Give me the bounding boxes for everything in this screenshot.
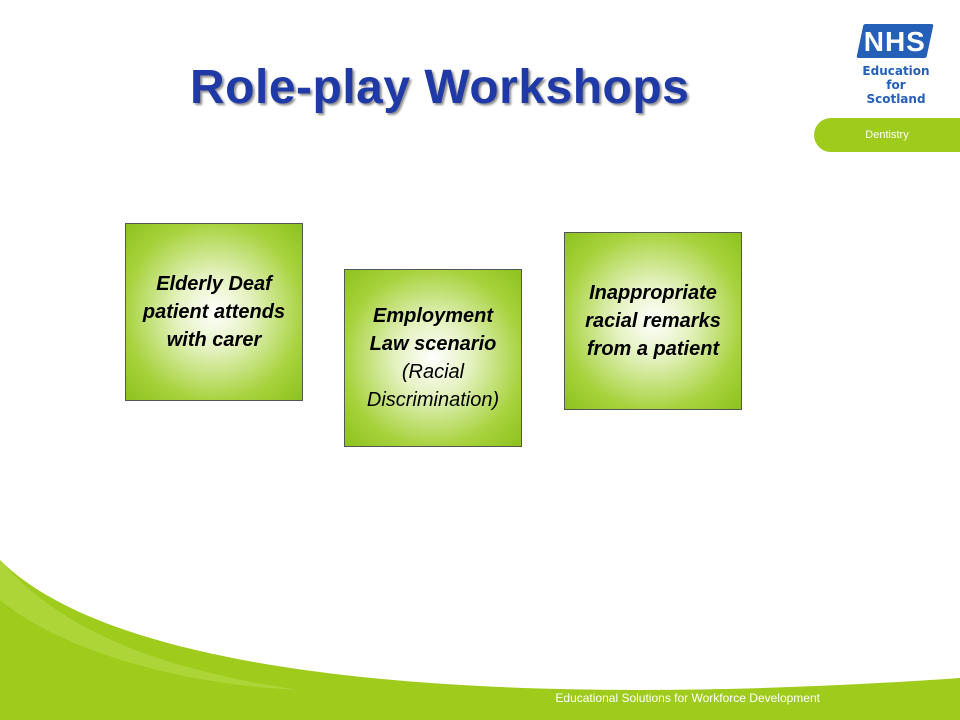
scenario-card-racial-remarks: Inappropriate racial remarks from a pati… xyxy=(564,232,742,410)
scenario-card-employment-law: Employment Law scenario (Racial Discrimi… xyxy=(344,269,522,447)
logo-line-for: for xyxy=(886,78,906,92)
logo-line-education: Education xyxy=(862,64,930,78)
logo-line-scotland: Scotland xyxy=(866,92,926,106)
scenario-card-text: Elderly Deaf patient attends with carer xyxy=(142,273,286,351)
nhs-brand-text: NHS xyxy=(863,26,926,57)
nhs-education-scotland-logo: NHS Education for Scotland xyxy=(848,24,944,108)
scenario-card-content: Employment Law scenario (Racial Discrimi… xyxy=(353,302,513,414)
green-swoosh-decoration xyxy=(0,560,960,720)
scenario-card-elderly-deaf: Elderly Deaf patient attends with carer xyxy=(125,223,303,401)
department-tab: Dentistry xyxy=(814,118,960,152)
scenario-card-text: Employment Law scenario xyxy=(369,305,497,355)
nhs-badge: NHS xyxy=(856,24,934,58)
slide-title: Role-play Workshops xyxy=(190,61,690,114)
scenario-card-text: Inappropriate racial remarks from a pati… xyxy=(585,282,721,360)
scenario-card-subtext: (Racial Discrimination) xyxy=(366,361,500,411)
footer-text: Educational Solutions for Workforce Deve… xyxy=(555,691,820,705)
